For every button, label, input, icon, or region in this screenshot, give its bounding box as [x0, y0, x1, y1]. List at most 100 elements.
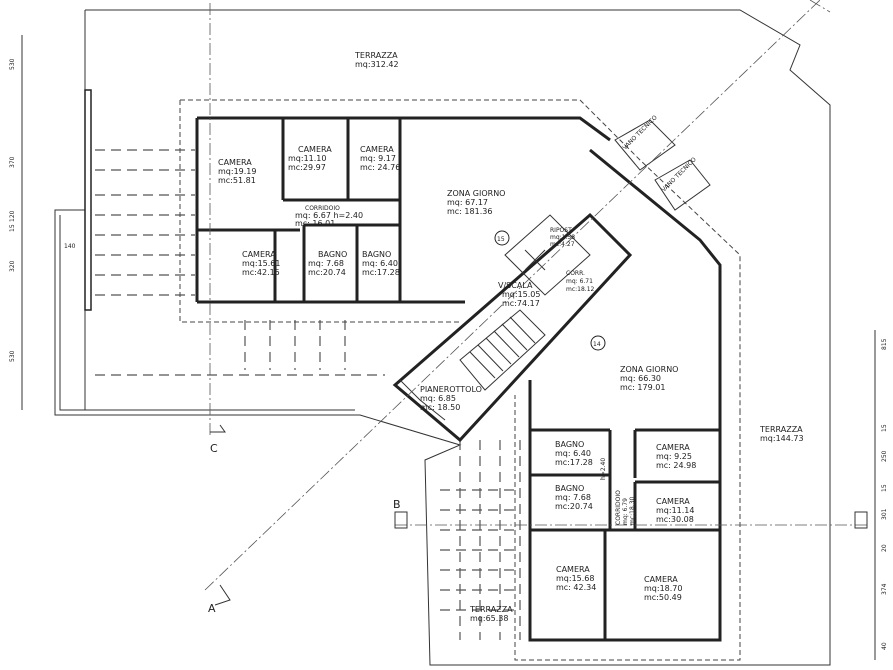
tech-label-2: VANO TECNICO	[660, 156, 698, 194]
unit-14-walls	[528, 148, 722, 642]
svg-text:CAMERA: CAMERA	[242, 250, 276, 259]
svg-text:mc: 24.76: mc: 24.76	[360, 163, 400, 172]
svg-text:V/SCALA: V/SCALA	[498, 281, 533, 290]
svg-text:530: 530	[9, 350, 16, 362]
svg-text:mc: 42.34: mc: 42.34	[556, 583, 596, 592]
svg-text:mq:15.05: mq:15.05	[502, 290, 540, 299]
svg-text:VANO TECNICO: VANO TECNICO	[660, 156, 698, 194]
svg-text:CAMERA: CAMERA	[218, 158, 252, 167]
svg-text:mc:50.49: mc:50.49	[644, 593, 682, 602]
svg-text:mc:51.81: mc:51.81	[218, 176, 256, 185]
svg-text:374: 374	[881, 583, 888, 595]
dims-left: 530 370 120 15 320 530 140	[9, 58, 76, 362]
stair-core	[392, 212, 633, 443]
svg-text:15: 15	[497, 236, 505, 243]
svg-text:mq: 6.85: mq: 6.85	[420, 394, 456, 403]
svg-text:BAGNO: BAGNO	[318, 250, 347, 259]
svg-text:mq:1.58: mq:1.58	[550, 234, 575, 241]
svg-text:CAMERA: CAMERA	[556, 565, 590, 574]
svg-text:CAMERA: CAMERA	[656, 443, 690, 452]
svg-text:mq:15.61: mq:15.61	[242, 259, 280, 268]
overhang-lower-right	[514, 395, 741, 661]
svg-text:815: 815	[881, 338, 888, 350]
dims-right: 815 15 250 15 301 20 374 40	[881, 338, 888, 650]
svg-text:mc:74.17: mc:74.17	[502, 299, 540, 308]
svg-text:530: 530	[9, 58, 16, 70]
svg-text:CORR.: CORR.	[566, 270, 585, 277]
section-b-marker-right	[854, 511, 868, 529]
svg-text:mc: 24.98: mc: 24.98	[656, 461, 696, 470]
svg-text:mq: 9.17: mq: 9.17	[360, 154, 396, 163]
terrace-pillar	[84, 89, 92, 311]
svg-text:370: 370	[9, 156, 16, 168]
axis-top-right	[809, 0, 831, 13]
svg-text:mq: 9.25: mq: 9.25	[656, 452, 692, 461]
svg-text:BAGNO: BAGNO	[555, 440, 584, 449]
svg-text:mq: 6.40: mq: 6.40	[555, 449, 591, 458]
svg-text:14: 14	[593, 341, 601, 348]
svg-text:mq:15.68: mq:15.68	[556, 574, 594, 583]
svg-text:BAGNO: BAGNO	[555, 484, 584, 493]
section-c-label: C	[210, 442, 218, 455]
svg-text:15: 15	[9, 224, 16, 232]
svg-text:BAGNO: BAGNO	[362, 250, 391, 259]
section-b-marker-left	[394, 511, 408, 529]
svg-text:mq: 6.40: mq: 6.40	[362, 259, 398, 268]
svg-text:mc: 18.50: mc: 18.50	[420, 403, 460, 412]
core-labels: V/SCALA mq:15.05 mc:74.17 PIANEROTTOLO m…	[420, 270, 595, 412]
overhang-upper	[180, 99, 741, 410]
svg-text:mq: 6.79: mq: 6.79	[622, 498, 629, 525]
svg-text:mc:42.15: mc:42.15	[242, 268, 280, 277]
svg-text:301: 301	[881, 508, 888, 520]
svg-text:CORRIDOIO: CORRIDOIO	[305, 205, 340, 212]
svg-text:CAMERA: CAMERA	[360, 145, 394, 154]
svg-text:40: 40	[881, 642, 888, 650]
terrace-top-name: TERRAZZA	[354, 51, 398, 60]
terrace-right-area: mq:144.73	[760, 434, 804, 443]
axis-a	[204, 0, 821, 591]
svg-text:mc:4.27: mc:4.27	[550, 241, 575, 248]
svg-text:PIANEROTTOLO: PIANEROTTOLO	[420, 385, 482, 394]
svg-text:mq:18.70: mq:18.70	[644, 584, 682, 593]
section-b-label: B	[393, 498, 401, 511]
svg-text:mc:18.30: mc:18.30	[629, 496, 636, 525]
svg-text:320: 320	[9, 260, 16, 272]
svg-text:ZONA GIORNO: ZONA GIORNO	[620, 365, 678, 374]
svg-text:mc:29.97: mc:29.97	[288, 163, 326, 172]
unit-14-labels: 14 ZONA GIORNO mq: 66.30 mc: 179.01 BAGN…	[555, 335, 696, 602]
svg-text:CORRIDOIO: CORRIDOIO	[615, 490, 622, 525]
terrace-top-area: mq:312.42	[355, 60, 399, 69]
svg-text:15: 15	[881, 484, 888, 492]
svg-text:mc:30.08: mc:30.08	[656, 515, 694, 524]
section-a-marker	[214, 584, 231, 606]
svg-text:CAMERA: CAMERA	[644, 575, 678, 584]
terrace-hatch	[95, 149, 521, 640]
terrace-right-name: TERRAZZA	[759, 425, 803, 434]
terrace-outline-inner	[59, 215, 355, 411]
svg-text:mc:17.28: mc:17.28	[362, 268, 400, 277]
svg-text:mq: 6.71: mq: 6.71	[566, 278, 593, 285]
svg-text:mc:18.12: mc:18.12	[566, 286, 595, 293]
svg-text:mq:11.14: mq:11.14	[656, 506, 694, 515]
unit-15-labels: CAMERA mq:19.19 mc:51.81 CAMERA mq:11.10…	[218, 145, 575, 277]
svg-text:mc: 181.36: mc: 181.36	[447, 207, 492, 216]
terrace-outline	[54, 9, 831, 666]
svg-text:mq: 6.67 h=2.40: mq: 6.67 h=2.40	[295, 211, 363, 220]
svg-text:mc: 16.01: mc: 16.01	[295, 219, 335, 228]
svg-text:120: 120	[9, 210, 16, 222]
svg-text:CAMERA: CAMERA	[656, 497, 690, 506]
svg-text:mc:20.74: mc:20.74	[555, 502, 593, 511]
svg-text:15: 15	[881, 424, 888, 432]
tech-rooms	[614, 119, 711, 211]
svg-text:mq: 66.30: mq: 66.30	[620, 374, 661, 383]
svg-text:mq:19.19: mq:19.19	[218, 167, 256, 176]
svg-text:mq: 7.68: mq: 7.68	[555, 493, 591, 502]
section-a-label: A	[208, 602, 216, 615]
svg-text:mq:11.10: mq:11.10	[288, 154, 326, 163]
svg-text:mc:20.74: mc:20.74	[308, 268, 346, 277]
svg-text:250: 250	[881, 450, 888, 462]
svg-text:mc:17.28: mc:17.28	[555, 458, 593, 467]
terrace-bottom-area: mq:65.38	[470, 614, 508, 623]
section-c-marker	[210, 424, 226, 433]
